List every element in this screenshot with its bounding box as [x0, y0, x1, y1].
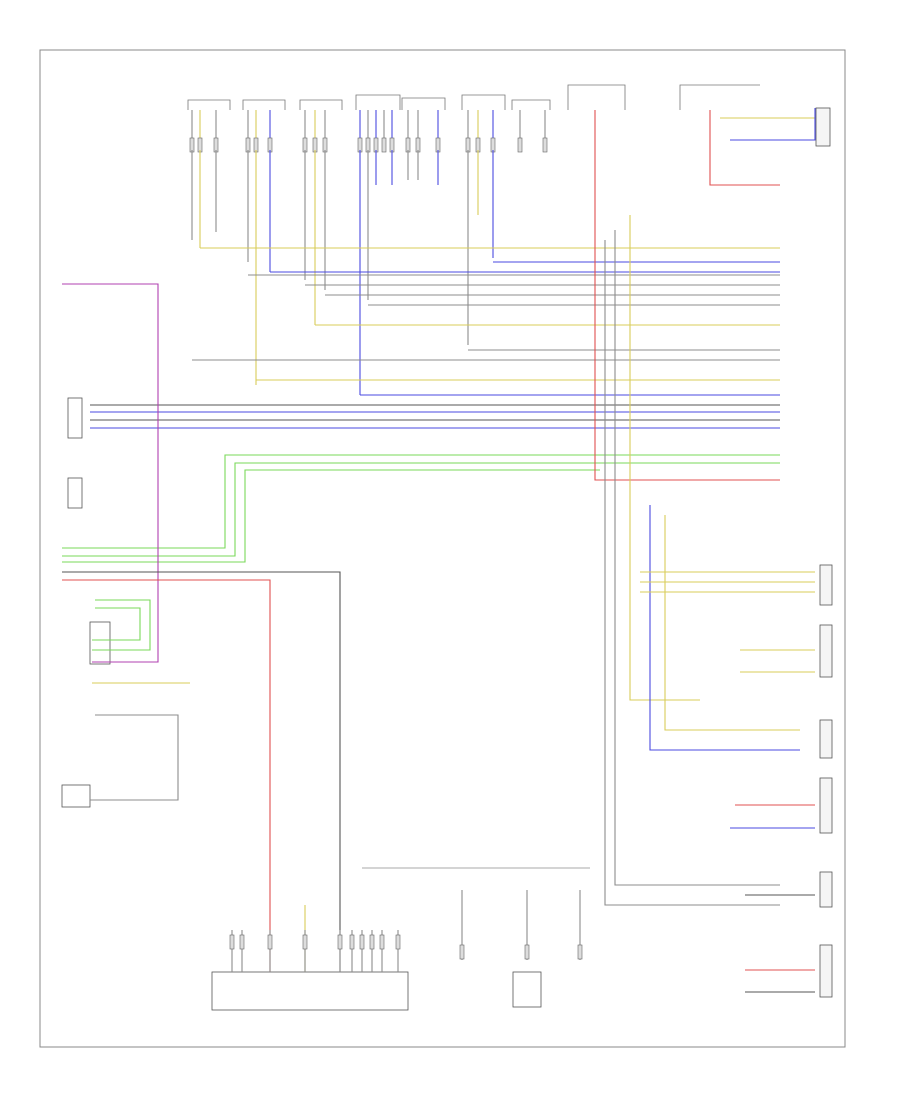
green-loop	[92, 599, 151, 651]
top-pin-12	[381, 137, 387, 153]
top-pin-1	[197, 137, 203, 153]
top-pin-6	[302, 137, 308, 153]
top-pin-4	[253, 137, 259, 153]
top-pin-3	[245, 137, 251, 153]
top-pin-13	[389, 137, 395, 153]
antenna-pin-7	[369, 934, 375, 950]
antenna-pin-5	[349, 934, 355, 950]
top-pin-17	[465, 137, 471, 153]
top-pin-19	[490, 137, 496, 153]
antenna-pin-2	[267, 934, 273, 950]
top-pin-16	[435, 137, 441, 153]
ground-pin-0	[459, 944, 465, 960]
gray-loop	[90, 714, 179, 801]
antenna-pin-3	[302, 934, 308, 950]
green-wire-c	[62, 469, 600, 563]
dark-wire-antenna	[62, 571, 341, 972]
green-wire-a	[62, 454, 780, 549]
red-wire-main	[62, 579, 271, 972]
top-pin-0	[189, 137, 195, 153]
top-connectors	[187, 84, 760, 110]
left-connectors	[61, 397, 111, 808]
diagram-frame	[39, 49, 846, 1048]
green-loop-b	[92, 607, 141, 641]
top-pin-18	[475, 137, 481, 153]
top-pin-11	[373, 137, 379, 153]
top-pin-9	[357, 137, 363, 153]
antenna-pin-8	[379, 934, 385, 950]
top-pin-14	[405, 137, 411, 153]
antenna-pin-1	[239, 934, 245, 950]
ground-pin-1	[524, 944, 530, 960]
top-pin-15	[415, 137, 421, 153]
red-wire-right	[594, 110, 780, 481]
wire-group	[62, 108, 816, 993]
antenna-module	[211, 971, 542, 1011]
blue-trunk	[649, 505, 800, 751]
rc1-blue	[730, 108, 816, 141]
antenna-pin-4	[337, 934, 343, 950]
top-pin-7	[312, 137, 318, 153]
top-pin-8	[322, 137, 328, 153]
yellow-trunk	[629, 215, 700, 701]
right-connectors	[815, 107, 833, 998]
gray-trunk-b	[604, 240, 780, 906]
antenna-pin-6	[359, 934, 365, 950]
top-pin-21	[542, 137, 548, 153]
purple-wire	[62, 283, 159, 663]
antenna-pin-0	[229, 934, 235, 950]
top-pin-10	[365, 137, 371, 153]
top-pin-5	[267, 137, 273, 153]
ground-pin-2	[577, 944, 583, 960]
red-wire-top-right	[709, 110, 780, 186]
antenna-pin-9	[395, 934, 401, 950]
green-wire-b	[62, 462, 780, 557]
yellow-trunk-b	[664, 515, 800, 731]
gray-trunk-a	[614, 230, 780, 886]
top-pin-2	[213, 137, 219, 153]
top-pin-20	[517, 137, 523, 153]
